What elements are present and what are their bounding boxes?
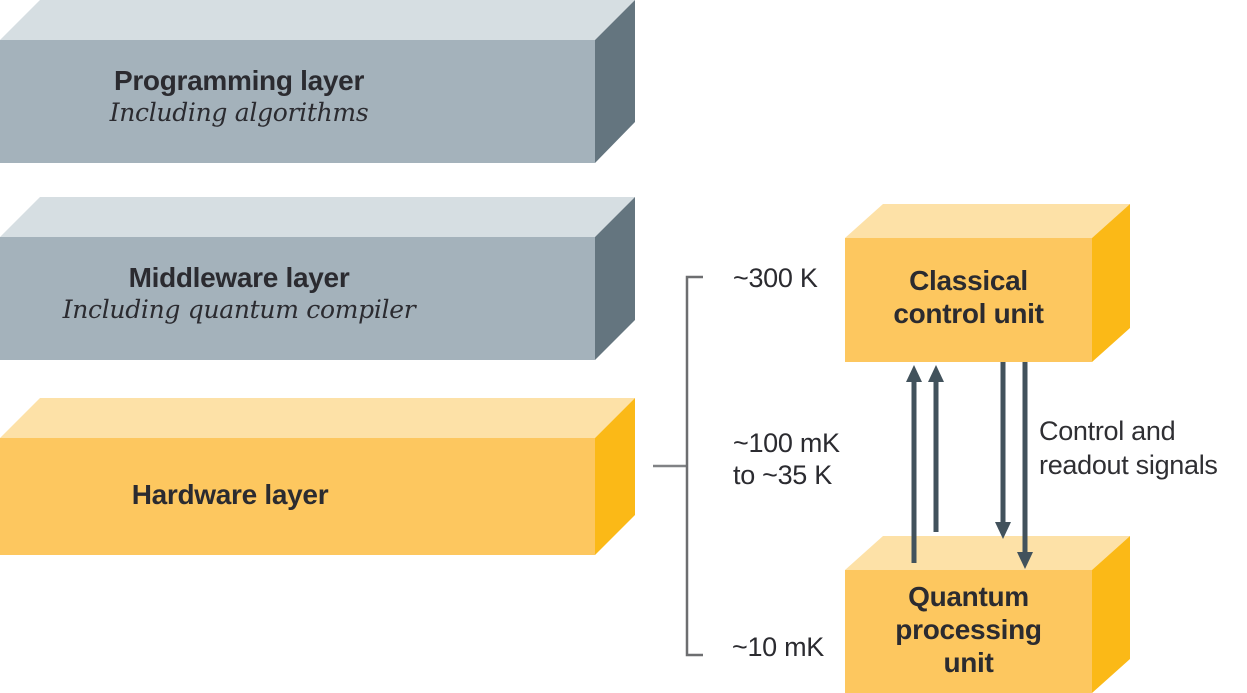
programming-layer-side-face [595,0,635,163]
control-readout-signals-label: Control and readout signals [1039,414,1218,482]
temperature-range-line2: to ~35 K [733,460,832,490]
quantum-processing-unit-line2: processing [895,614,1042,645]
classical-control-unit-box [845,204,1130,362]
hardware-layer-side-face [595,398,635,555]
classical-control-unit-line2: control unit [893,298,1044,329]
quantum-processing-unit-line1: Quantum [908,581,1029,612]
programming-layer-title: Programming layer [113,65,365,96]
programming-layer-top-face [0,0,635,40]
signal-arrows [906,362,1033,569]
classical-control-unit-label: Classical control unit [845,264,1092,330]
programming-layer-label: Programming layer Including algorithms [0,64,478,128]
middleware-layer-side-face [595,197,635,360]
middleware-layer-top-face [0,197,635,237]
hardware-layer-top-face [0,398,635,438]
programming-layer-front-face [0,40,595,163]
control-readout-signals-line1: Control and [1039,416,1176,446]
temperature-range-label: ~100 mK to ~35 K [733,427,840,491]
middleware-layer-label: Middleware layer Including quantum compi… [0,261,478,325]
classical-control-unit-top-face [845,204,1130,238]
quantum-processing-unit-side-face [1092,536,1130,693]
classical-control-unit-front-face [845,238,1092,362]
middleware-layer-title: Middleware layer [128,262,350,293]
middleware-layer-slab [0,197,635,360]
temperature-range-line1: ~100 mK [733,428,840,458]
classical-control-unit-side-face [1092,204,1130,362]
quantum-processing-unit-front-face [845,570,1092,693]
programming-layer-slab [0,0,635,163]
middleware-layer-front-face [0,237,595,360]
hardware-layer-front-face [0,438,595,555]
temperature-bracket [685,275,703,657]
temperature-base-label: ~10 mK [732,632,825,662]
middleware-layer-subtitle: Including quantum compiler [62,295,416,324]
hardware-layer-slab [0,398,635,555]
quantum-processing-unit-label: Quantum processing unit [845,580,1092,679]
programming-layer-subtitle: Including algorithms [109,98,369,127]
temperature-ambient-label: ~300 K [733,263,818,293]
classical-control-unit-line1: Classical [909,265,1028,296]
hardware-layer-title: Hardware layer [131,479,329,510]
hardware-layer-label: Hardware layer [0,478,460,511]
quantum-processing-unit-top-face [845,536,1130,570]
quantum-processing-unit-line3: unit [943,647,994,678]
control-readout-signals-line2: readout signals [1039,450,1218,480]
